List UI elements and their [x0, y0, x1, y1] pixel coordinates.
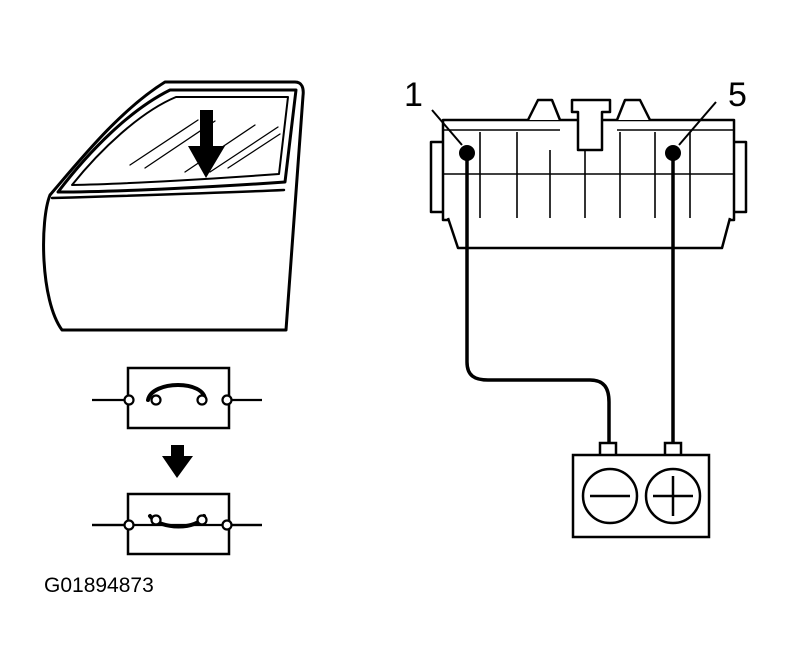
plus-icon: [644, 467, 702, 525]
pin-label-1: 1: [404, 76, 423, 114]
door-illustration: [42, 80, 305, 332]
pin-label-5: 5: [728, 76, 747, 114]
state-change-arrow-icon: [162, 445, 193, 478]
terminal-cavity-grid: [443, 132, 734, 218]
window-down-arrow-icon: [188, 110, 225, 178]
battery: [571, 441, 711, 539]
minus-icon: [581, 467, 639, 525]
connector: [429, 98, 748, 250]
switch-closed-state: [92, 492, 262, 556]
pin-5-leader: [678, 101, 717, 146]
negative-wire: [465, 153, 611, 446]
switch-open-state: [92, 366, 262, 430]
figure-code: G01894873: [44, 574, 154, 597]
pin-1-leader: [431, 109, 463, 146]
